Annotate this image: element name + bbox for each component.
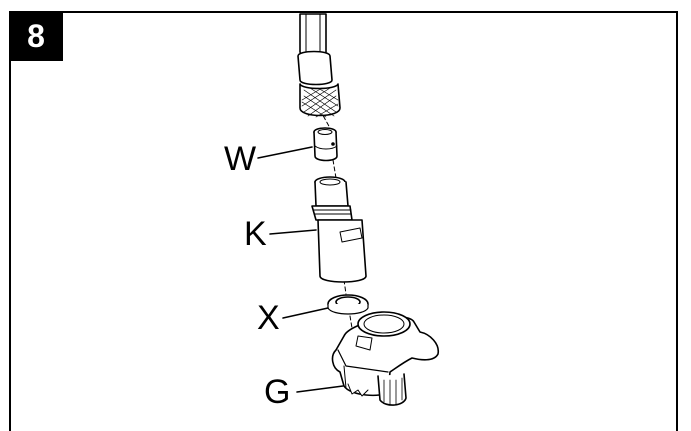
centerline-4 [349, 315, 353, 329]
callout-w: W [224, 140, 257, 178]
connector-k [311, 176, 367, 283]
seal-ring-x [327, 294, 369, 315]
step-number-badge: 8 [9, 11, 63, 61]
callout-x: X [257, 299, 280, 337]
callout-g: G [264, 373, 291, 411]
callout-k: K [244, 215, 267, 253]
leader-k [269, 229, 317, 235]
figure-frame [9, 11, 678, 431]
step-number: 8 [27, 17, 45, 54]
leader-g [296, 385, 344, 393]
centerline-2 [332, 159, 337, 179]
leader-w [257, 146, 313, 159]
leader-x [282, 307, 329, 319]
handle-g [331, 311, 440, 406]
hose-fitting [297, 13, 341, 118]
adapter-w [313, 127, 338, 162]
